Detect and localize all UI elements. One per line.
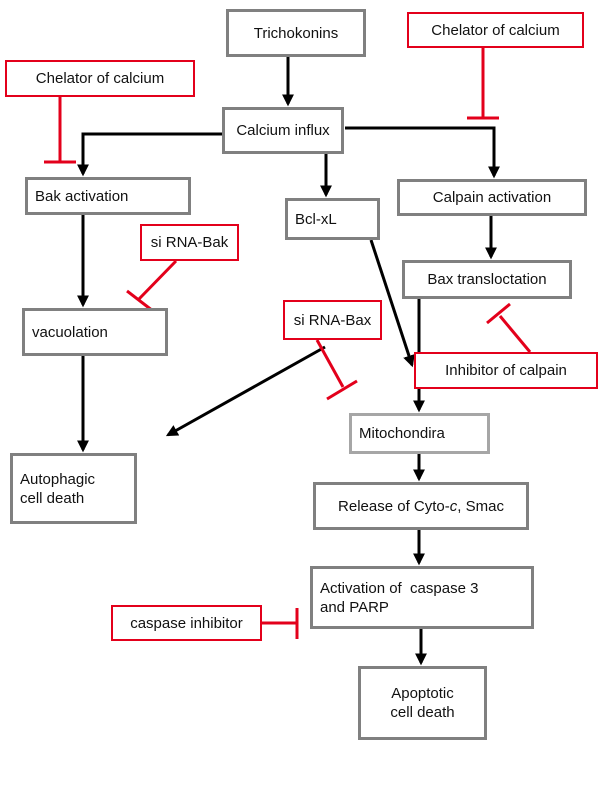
node-bax-translocation: Bax transloctation: [402, 260, 572, 299]
node-apoptotic-death: Apoptotic cell death: [358, 666, 487, 740]
node-calcium-influx: Calcium influx: [222, 107, 344, 154]
arrow-to-autophagic-death: [165, 345, 326, 437]
node-mitochondria: Mitochondira: [349, 413, 490, 454]
inhibit-sirna-bax-line: [315, 339, 345, 388]
node-vacuolation: vacuolation: [22, 308, 168, 356]
caspase-activation-label: Activation of caspase 3 and PARP: [320, 579, 479, 616]
arrow-calcium-to-bak: [77, 132, 222, 177]
node-calpain-activation: Calpain activation: [397, 179, 587, 216]
inhibitor-sirna-bax: si RNA-Bax: [283, 300, 382, 340]
node-bak-activation: Bak activation: [25, 177, 191, 215]
inhibit-calpain-line: [498, 315, 532, 353]
inhibit-sirna-bak-line: [137, 259, 178, 301]
node-trichokonins: Trichokonins: [226, 9, 366, 57]
inhibit-sirna-bax-bar: [326, 379, 358, 401]
node-bcl-xl: Bcl-xL: [285, 198, 380, 240]
node-caspase-activation: Activation of caspase 3 and PARP: [310, 566, 534, 629]
inhibitor-calpain: Inhibitor of calpain: [414, 352, 598, 389]
release-label: Release of Cyto-c, Smac: [338, 497, 504, 515]
arrow-bclxl-to-mitochondria: [369, 239, 415, 368]
inhibitor-chelator-left: Chelator of calcium: [5, 60, 195, 97]
autophagic-death-label: Autophagic cell death: [20, 470, 96, 507]
arrow-calcium-to-calpain: [345, 126, 500, 179]
inhibitor-caspase: caspase inhibitor: [111, 605, 262, 641]
apoptotic-death-label: Apoptotic cell death: [390, 685, 455, 721]
inhibitor-chelator-right: Chelator of calcium: [407, 12, 584, 48]
node-autophagic-death: Autophagic cell death: [10, 453, 137, 524]
node-release: Release of Cyto-c, Smac: [313, 482, 529, 530]
inhibit-sirna-bak-bar: [126, 289, 154, 313]
inhibitor-sirna-bak: si RNA-Bak: [140, 224, 239, 261]
inhibit-calpain-bar: [486, 302, 511, 325]
